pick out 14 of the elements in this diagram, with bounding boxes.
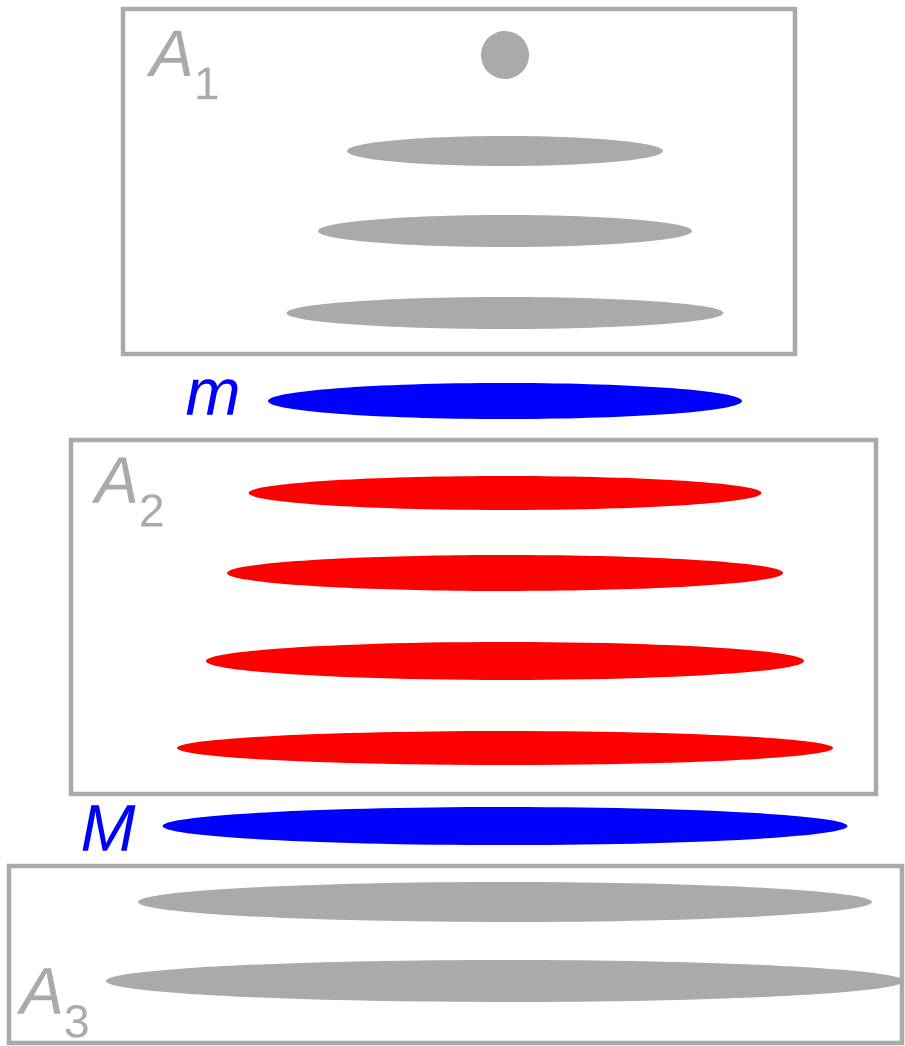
letter-label: A$_{1}$ [146,30,218,100]
ellipse [138,882,872,922]
letter-label: A$_{3}$ [16,968,88,1038]
ellipse [347,136,663,166]
ellipse [177,731,833,765]
ellipse [206,642,804,680]
letter-label: A$_{2}$ [91,457,163,527]
ellipse [318,215,692,247]
ellipse [286,297,724,329]
ellipse [248,476,762,510]
dot [481,31,529,79]
ellipse [227,555,783,591]
letter-label: m [186,379,238,415]
letter-label: M [82,805,136,851]
